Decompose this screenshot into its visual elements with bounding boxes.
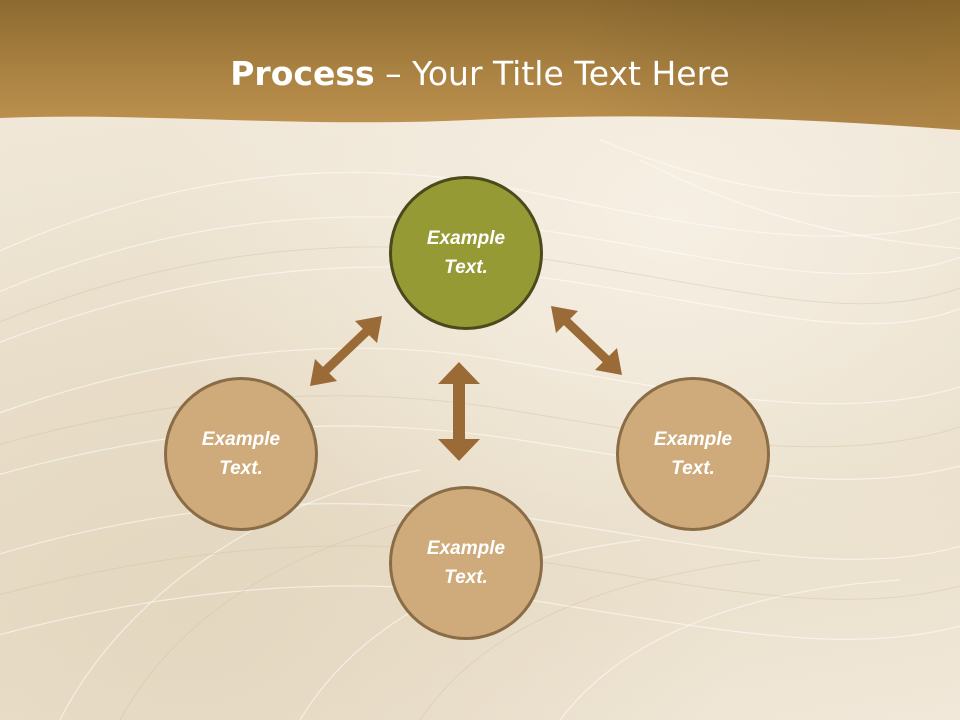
node-bottom-label: Example Text. <box>426 538 506 588</box>
node-top-label: Example Text. <box>426 228 506 278</box>
process-node-top: Example Text. <box>389 176 543 330</box>
double-arrow-left <box>310 316 382 386</box>
title-rest-text: – Your Title Text Here <box>374 54 730 93</box>
double-arrow-right <box>551 306 622 375</box>
node-right-label: Example Text. <box>653 429 733 479</box>
process-node-bottom: Example Text. <box>389 486 543 640</box>
slide-title: Process – Your Title Text Here <box>0 52 960 96</box>
title-bold-text: Process <box>230 54 375 93</box>
double-arrow-vertical <box>438 362 480 461</box>
process-node-right: Example Text. <box>616 377 770 531</box>
header-band <box>0 0 960 130</box>
node-left-label: Example Text. <box>201 429 281 479</box>
process-node-left: Example Text. <box>164 377 318 531</box>
